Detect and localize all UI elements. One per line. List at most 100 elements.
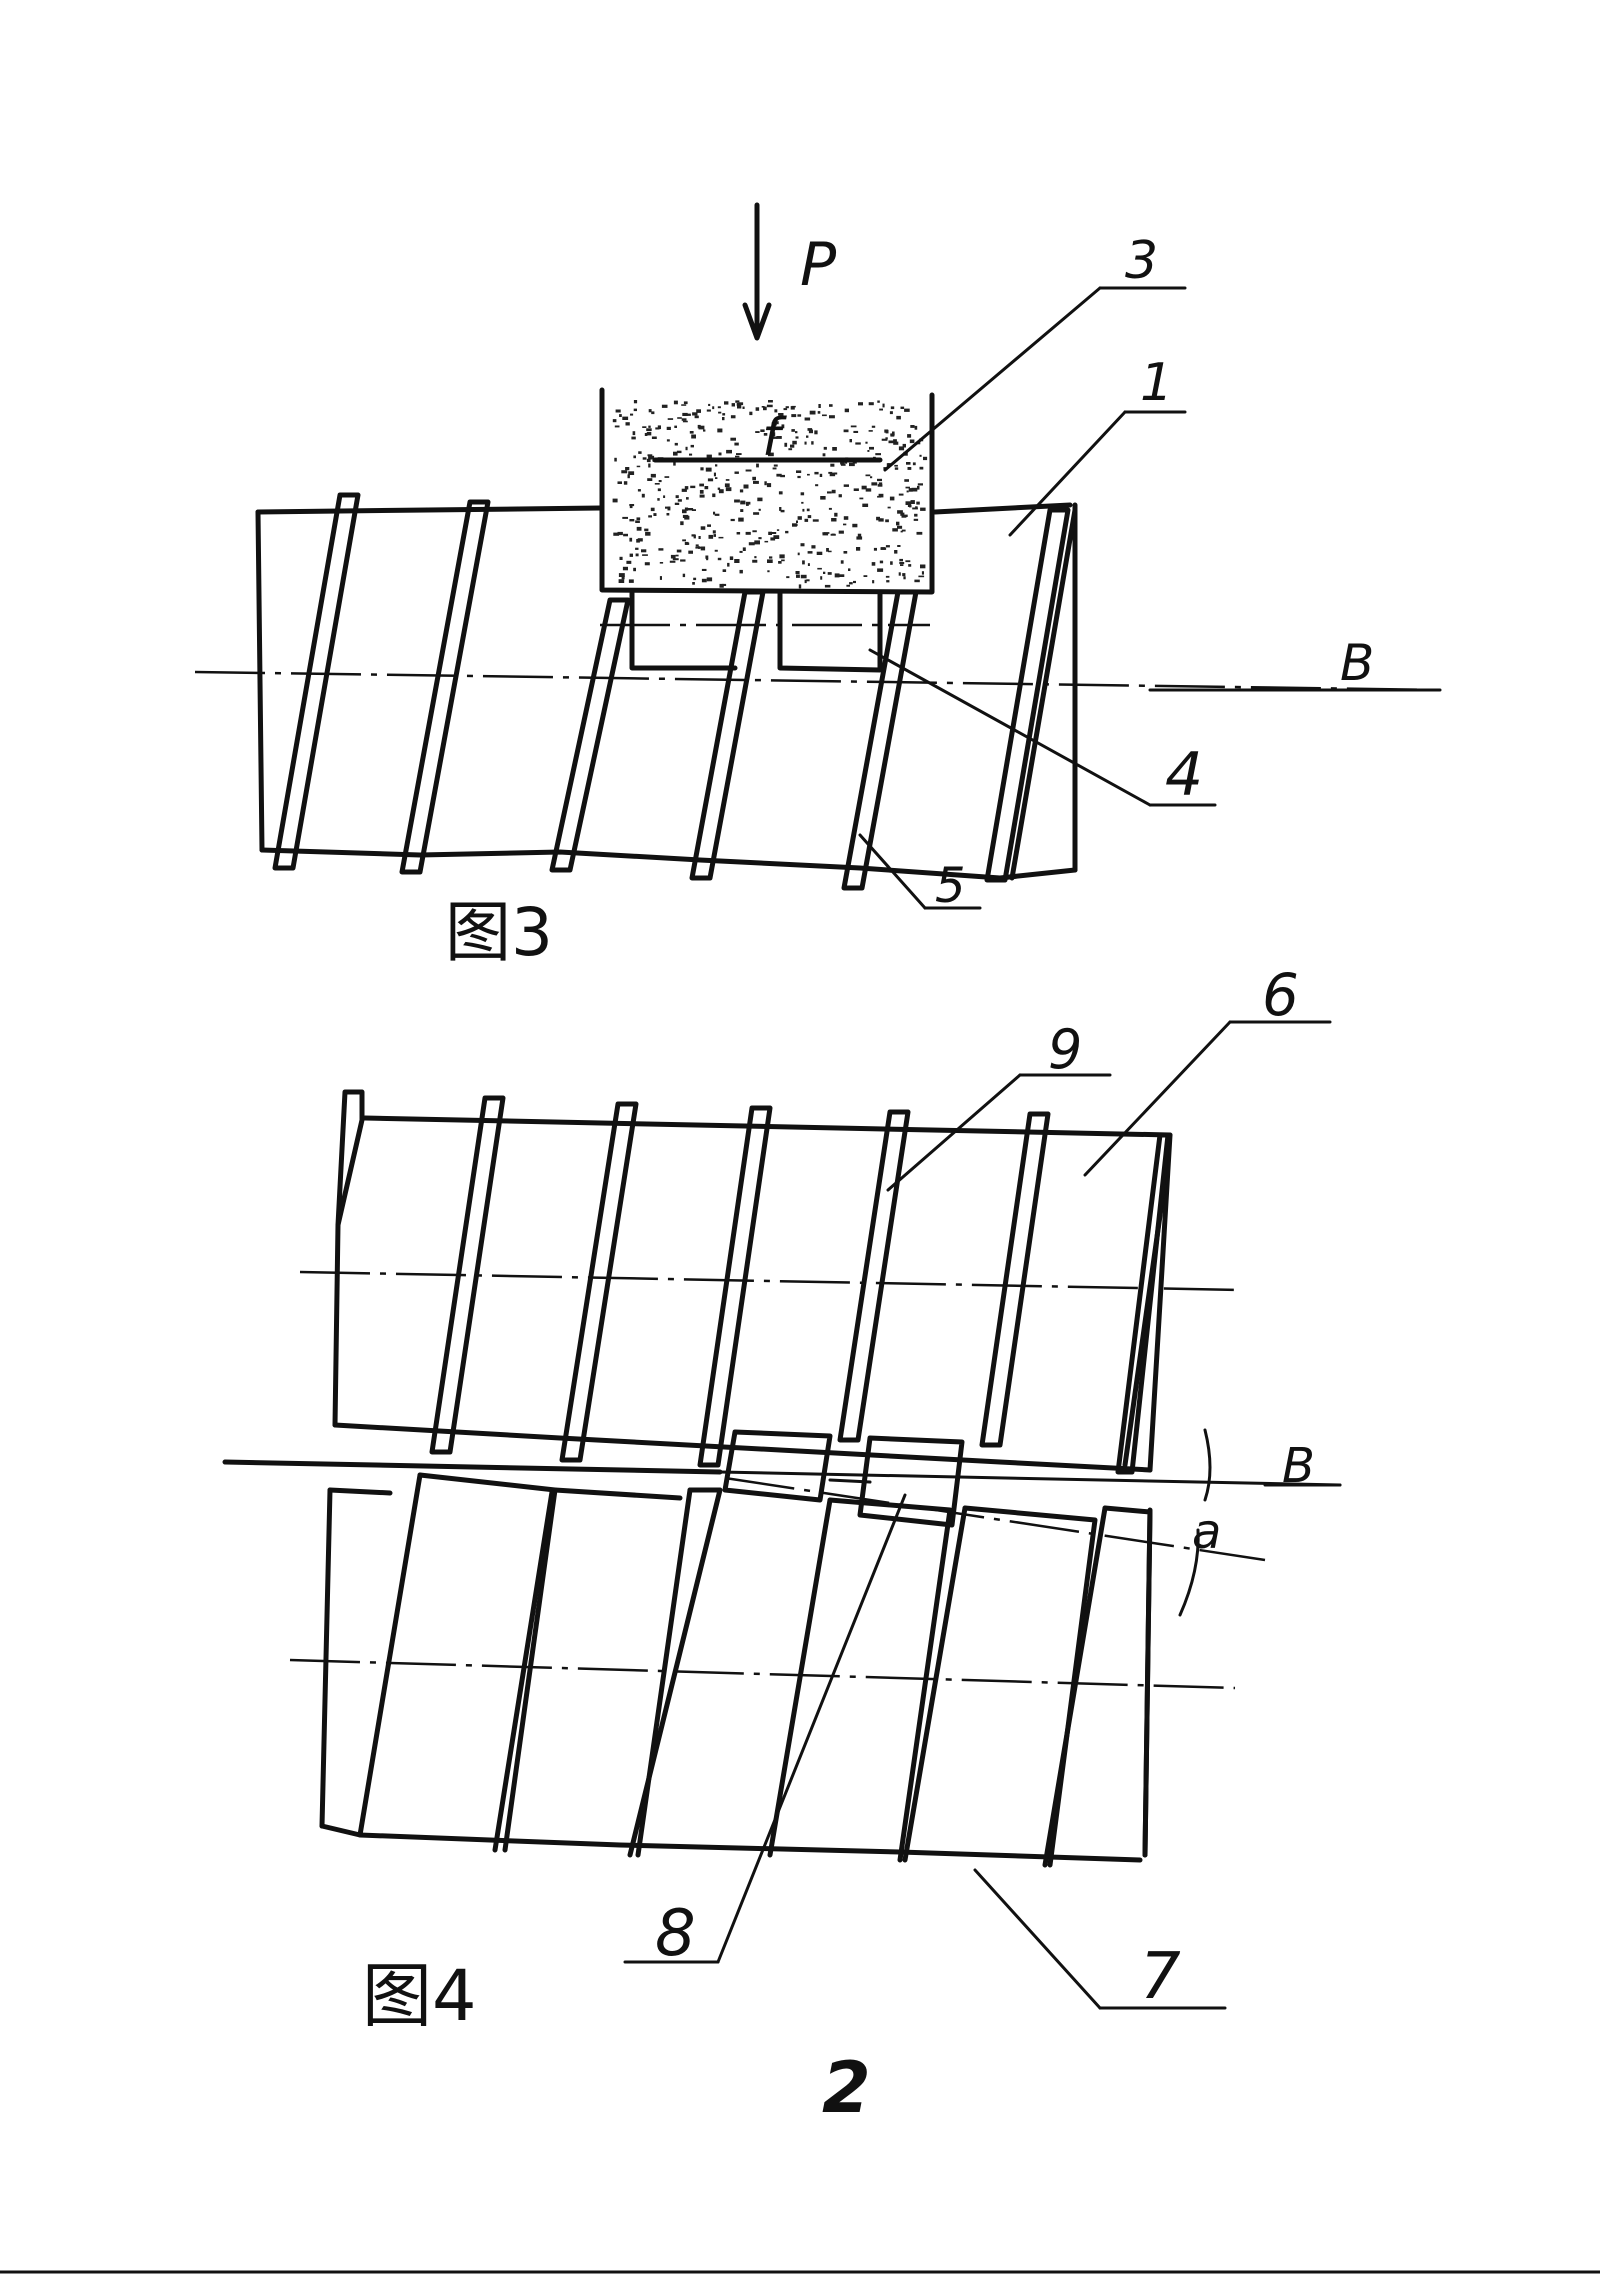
stipple-dot	[724, 483, 730, 488]
stipple-dot	[806, 435, 809, 438]
stipple-dot	[673, 451, 678, 456]
stipple-dot	[629, 553, 633, 557]
stipple-dot	[738, 402, 744, 406]
stipple-dot	[771, 422, 777, 426]
stipple-dot	[873, 547, 877, 551]
stipple-dot	[829, 404, 833, 407]
stipple-dot	[701, 578, 707, 583]
stipple-dot	[791, 429, 795, 432]
stipple-dot	[792, 523, 797, 527]
stipple-dot	[779, 554, 785, 559]
stipple-dot	[725, 479, 730, 481]
stipple-dot	[676, 549, 682, 553]
stipple-dot	[832, 447, 837, 451]
figure-4: 6 9 B a 8 7 图4	[222, 961, 1342, 2037]
stipple-dot	[721, 583, 727, 586]
fig4-leaders	[623, 1020, 1342, 2010]
stipple-dot	[687, 413, 691, 416]
upper-screw-threads	[335, 1089, 1171, 1475]
stipple-dot	[820, 496, 826, 500]
stipple-dot	[885, 545, 890, 548]
stipple-dot	[674, 502, 680, 505]
stipple-dot	[734, 499, 740, 503]
stipple-dot	[629, 519, 635, 522]
stipple-dot	[906, 490, 909, 493]
stipple-dot	[657, 488, 661, 492]
stipple-dot	[878, 493, 884, 498]
stipple-dot	[767, 570, 770, 573]
stipple-dot	[743, 484, 749, 489]
stipple-dot	[644, 528, 649, 532]
stipple-dot	[619, 556, 623, 560]
label-1: 1	[1140, 353, 1173, 413]
stipple-dot	[778, 561, 782, 564]
stipple-dot	[902, 443, 906, 448]
stipple-dot	[764, 481, 767, 486]
stipple-dot	[879, 408, 883, 411]
stipple-dot	[696, 409, 701, 413]
stipple-dot	[908, 564, 912, 567]
stipple-dot	[648, 409, 652, 413]
stipple-dot	[796, 574, 800, 578]
stipple-dot	[865, 441, 868, 444]
stipple-dot	[852, 523, 858, 528]
stipple-dot	[814, 430, 818, 435]
stipple-dot	[802, 560, 805, 565]
stipple-dot	[853, 430, 859, 433]
stipple-dot	[641, 549, 647, 553]
stipple-dot	[738, 517, 744, 522]
stipple-dot	[865, 488, 872, 492]
stipple-dot	[704, 486, 709, 490]
stipple-dot	[893, 441, 899, 445]
stipple-dot	[896, 415, 901, 420]
stipple-dot	[878, 518, 884, 522]
stipple-dot	[857, 533, 862, 537]
stipple-dot	[629, 504, 633, 509]
stipple-dot	[923, 456, 928, 461]
stipple-dot	[642, 457, 647, 460]
stipple-dot	[815, 484, 819, 487]
stipple-dot	[693, 577, 697, 581]
stipple-dot	[886, 463, 890, 468]
stipple-dot	[650, 507, 655, 512]
stipple-dot	[840, 464, 846, 466]
stipple-dot	[804, 518, 809, 522]
stipple-dot	[886, 580, 890, 583]
stipple-dot	[790, 444, 795, 448]
stipple-dot	[772, 467, 777, 470]
stipple-dot	[740, 509, 744, 512]
stipple-dot	[739, 489, 744, 493]
stipple-dot	[699, 483, 704, 487]
stipple-dot	[690, 444, 694, 448]
stipple-dot	[769, 438, 773, 443]
stipple-dot	[828, 550, 832, 553]
stipple-dot	[848, 568, 851, 571]
stipple-dot	[795, 571, 800, 575]
stipple-dot	[757, 497, 763, 502]
stipple-dot	[692, 582, 695, 585]
stipple-dot	[822, 533, 829, 536]
stipple-dot	[622, 416, 629, 420]
page-number: 2	[822, 2047, 871, 2129]
stipple-dot	[612, 419, 617, 423]
stipple-dot	[734, 442, 739, 446]
stipple-dot	[856, 536, 863, 540]
stipple-dot	[822, 414, 827, 417]
stipple-dot	[701, 568, 707, 571]
stipple-dot	[670, 554, 676, 559]
stipple-dot	[916, 501, 920, 505]
stipple-dot	[708, 403, 711, 406]
stipple-dot	[778, 491, 783, 495]
stipple-dot	[833, 472, 838, 475]
stipple-dot	[773, 432, 776, 437]
stipple-dot	[631, 436, 636, 440]
stipple-dot	[638, 451, 642, 454]
stipple-dot	[675, 554, 679, 557]
stipple-dot	[636, 539, 640, 543]
stipple-dot	[658, 480, 662, 483]
stipple-dot	[834, 512, 838, 517]
stipple-dot	[831, 489, 836, 494]
stipple-dot	[739, 550, 743, 553]
stipple-dot	[730, 415, 736, 419]
fig3-axis-line	[194, 670, 1441, 692]
